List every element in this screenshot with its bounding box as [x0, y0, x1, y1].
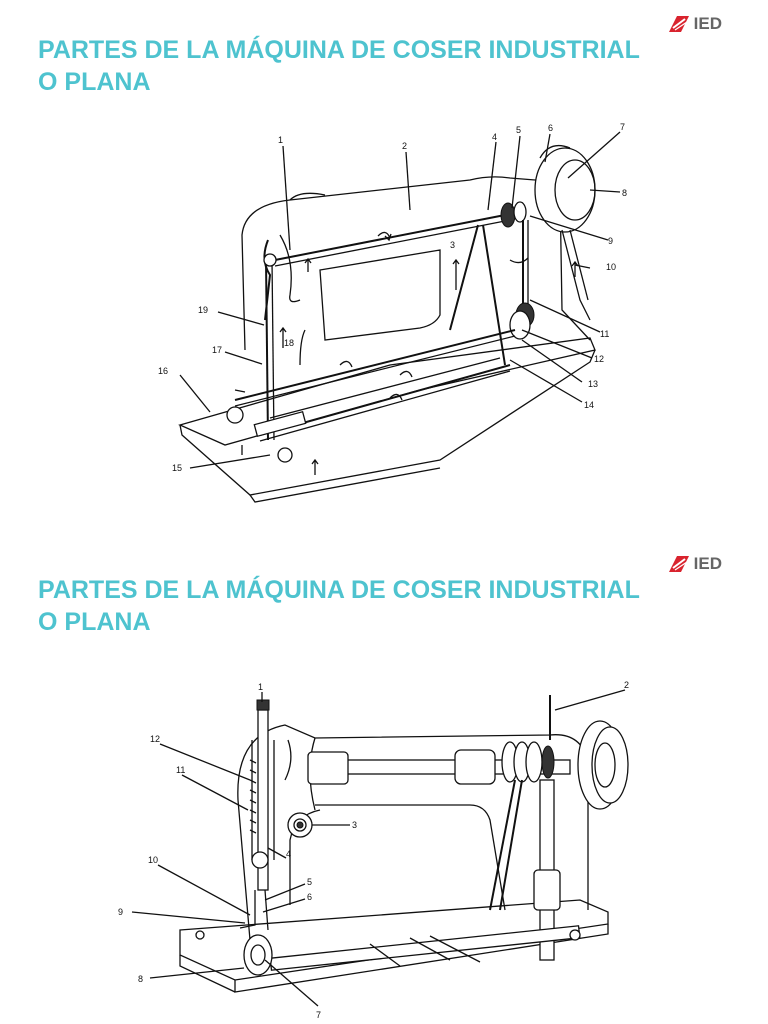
label-12: 12 — [150, 734, 160, 744]
ied-logo-icon — [668, 16, 689, 32]
ied-logo-icon — [668, 556, 689, 572]
label-13: 13 — [588, 379, 598, 389]
label-12: 12 — [594, 354, 604, 364]
label-14: 14 — [584, 400, 594, 410]
label-16: 16 — [158, 366, 168, 376]
label-1: 1 — [258, 682, 263, 692]
ied-logo-text: IED — [693, 14, 722, 33]
label-11: 11 — [176, 765, 185, 775]
label-6: 6 — [548, 123, 553, 133]
label-5: 5 — [516, 125, 521, 135]
label-15: 15 — [172, 463, 182, 473]
page-title: PARTES DE LA MÁQUINA DE COSER INDUSTRIAL… — [38, 574, 728, 638]
title-line-1: PARTES DE LA MÁQUINA DE COSER INDUSTRIAL — [38, 36, 640, 64]
page-title: PARTES DE LA MÁQUINA DE COSER INDUSTRIAL… — [38, 34, 728, 98]
label-10: 10 — [148, 855, 158, 865]
label-9: 9 — [118, 907, 123, 917]
label-6: 6 — [307, 892, 312, 902]
label-2: 2 — [402, 141, 407, 151]
label-4: 4 — [492, 132, 497, 142]
slide-2: IED PARTES DE LA MÁQUINA DE COSER INDUST… — [0, 540, 768, 1024]
label-17: 17 — [212, 345, 222, 355]
label-2: 2 — [624, 680, 629, 690]
label-11: 11 — [600, 329, 609, 339]
label-19: 19 — [198, 305, 208, 315]
title-line-1: PARTES DE LA MÁQUINA DE COSER INDUSTRIAL — [38, 576, 640, 604]
slide-1: IED PARTES DE LA MÁQUINA DE COSER INDUST… — [38, 14, 728, 503]
sewing-machine-mechanism-diagram: 1 2 3 4 5 6 7 8 9 10 11 12 13 14 15 16 1… — [158, 122, 627, 503]
ied-logo-text: IED — [693, 554, 722, 573]
label-7: 7 — [316, 1010, 321, 1020]
ied-logo: IED — [667, 554, 722, 574]
label-18: 18 — [284, 338, 294, 348]
label-1: 1 — [278, 135, 283, 145]
label-3: 3 — [352, 820, 357, 830]
label-8: 8 — [622, 188, 627, 198]
title-line-2: O PLANA — [38, 68, 151, 96]
label-8: 8 — [138, 974, 143, 984]
label-5: 5 — [307, 877, 312, 887]
label-4: 4 — [286, 849, 291, 859]
label-7: 7 — [620, 122, 625, 132]
ied-logo: IED — [667, 14, 722, 34]
label-3: 3 — [450, 240, 455, 250]
label-10: 10 — [606, 262, 616, 272]
title-line-2: O PLANA — [38, 608, 151, 636]
sewing-machine-head-diagram: 1 2 3 4 5 6 7 8 9 10 11 12 — [118, 680, 629, 1020]
label-9: 9 — [608, 236, 613, 246]
